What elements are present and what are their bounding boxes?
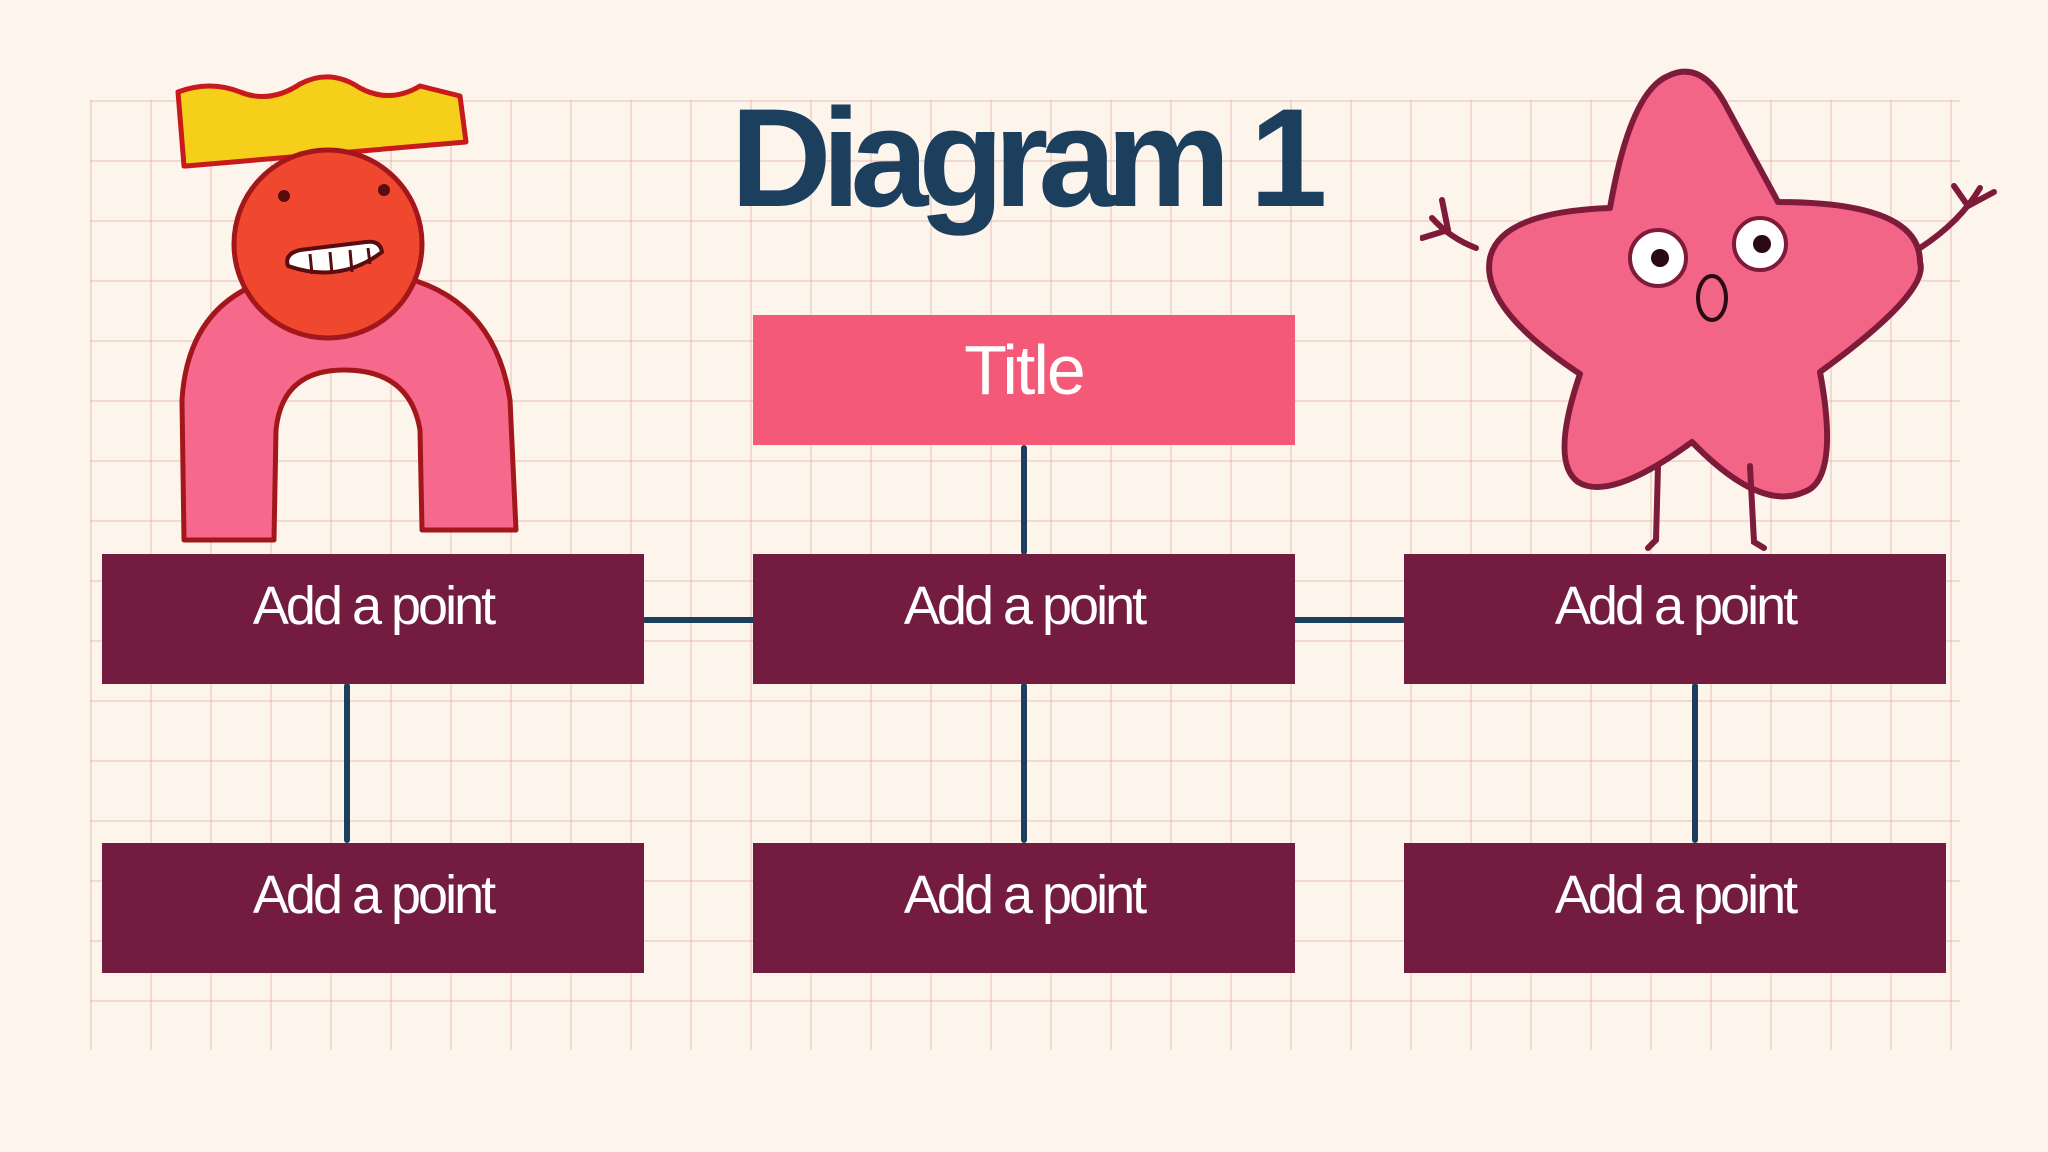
point-box-row1-center: Add a point <box>753 554 1295 684</box>
point-box-row2-center: Add a point <box>753 843 1295 973</box>
point-box-row1-left: Add a point <box>102 554 644 684</box>
connector-center-to-left <box>642 617 756 623</box>
connector-title-to-center <box>1021 445 1027 555</box>
point-box-row1-right: Add a point <box>1404 554 1946 684</box>
pink-star-character-icon <box>1420 68 1997 551</box>
page-title: Diagram 1 <box>730 79 1328 236</box>
connector-left-column <box>344 683 350 843</box>
point-box-row2-right: Add a point <box>1404 843 1946 973</box>
title-box: Title <box>753 315 1295 445</box>
connector-right-column <box>1692 683 1698 843</box>
crowned-arch-character-icon <box>175 74 519 543</box>
connector-center-column <box>1021 683 1027 843</box>
connector-center-to-right <box>1292 617 1406 623</box>
point-box-row2-left: Add a point <box>102 843 644 973</box>
